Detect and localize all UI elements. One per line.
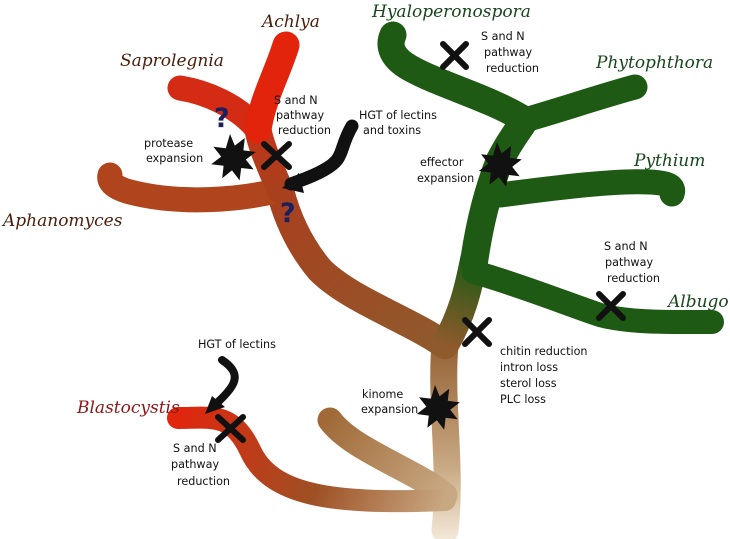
cross-marker-oomycetes [462,317,492,347]
note-kinome-expansion: kinome expansion [361,388,418,416]
question-marks: ? ? [214,103,296,229]
note-effector-expansion: effector expansion [417,156,474,185]
branch-aphanomyces [97,162,293,213]
branch-hook [317,407,458,508]
note-sn-albugo: S and N pathway reduction [604,240,660,285]
taxon-pythium: Pythium [633,151,705,171]
hgt-arrowhead-lectins-toxins [282,173,304,193]
cross-marker-albugo [596,291,626,321]
note-protease-expansion: protease expansion [144,137,203,165]
question-mark-aphanomyces: ? [280,198,296,229]
taxon-albugo: Albugo [666,292,729,312]
taxon-saprolegnia: Saprolegnia [120,51,224,71]
taxon-aphanomyces: Aphanomyces [1,211,123,231]
taxon-labels: Hyaloperonospora Phytophthora Pythium Al… [1,2,729,418]
note-hgt-lectins-toxins: HGT of lectins and toxins [359,109,441,137]
branch-hyaloperonospora [377,21,539,134]
note-sn-hyaloperonospora: S and N pathway reduction [481,30,539,75]
branch-pythium [487,169,686,208]
star-burst-effector [478,142,522,187]
taxon-blastocystis: Blastocystis [76,398,180,418]
note-oomycete-losses: chitin reduction intron loss sterol loss… [500,345,591,406]
tree-branches [97,21,724,539]
taxon-phytophthora: Phytophthora [595,53,713,73]
branch-phytophthora [512,74,648,133]
cross-marker-blastocystis [215,414,246,443]
event-annotations: S and N pathway reduction S and N pathwa… [144,30,660,488]
branch-left-trunk [266,176,459,359]
loss-markers [215,41,626,443]
note-sn-blastocystis: S and N pathway reduction [171,442,230,488]
note-hgt-lectins: HGT of lectins [198,338,276,351]
branch-blastocystis [167,406,456,513]
taxon-achlya: Achlya [260,12,320,32]
cross-marker-saprolegniales [261,141,292,170]
star-burst-kinome [416,385,460,430]
note-sn-saprolegniales: S and N pathway reduction [274,94,331,137]
question-mark-saprolegniales: ? [214,103,230,134]
star-burst-protease [211,134,256,181]
taxon-hyaloperonospora: Hyaloperonospora [371,2,531,22]
expansion-markers [211,134,522,430]
hgt-arrows [205,119,359,414]
cross-marker-hyaloperonospora [440,41,469,70]
hgt-arrow-lectins [214,356,239,406]
hgt-arrowhead-lectins [205,396,225,414]
branch-achlya [244,31,300,144]
